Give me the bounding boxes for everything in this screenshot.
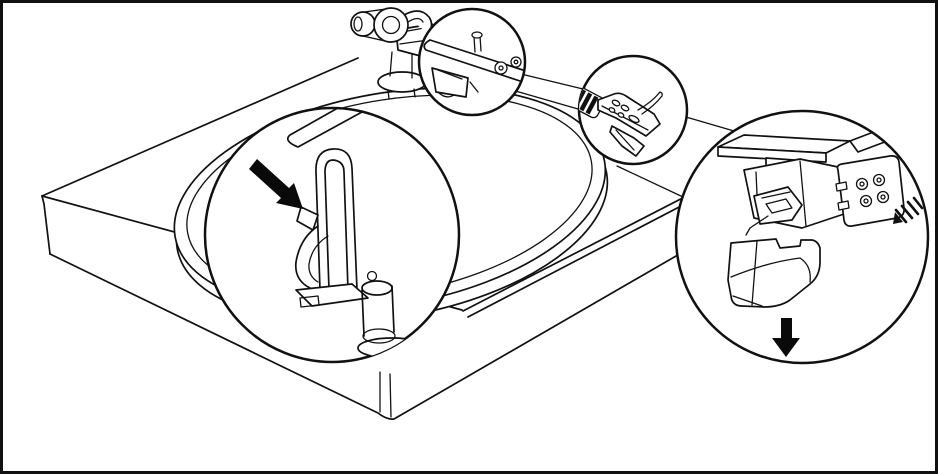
bearing-detail <box>423 31 525 98</box>
plinth-left-corner-edge <box>41 195 51 255</box>
contact-pin <box>855 177 869 191</box>
pivot-base-feet <box>387 88 416 100</box>
collar-stripe <box>579 92 593 112</box>
stylus-guard-facets <box>730 240 811 307</box>
counterweight-ring <box>373 7 409 43</box>
shading-wedge <box>893 212 903 224</box>
plinth-right-top-edge <box>462 186 707 318</box>
arm-clamp-lever-outer <box>294 225 319 289</box>
arm-clamp-lever-inner <box>308 235 329 283</box>
bearing-screw <box>494 61 508 75</box>
arm-rest-platform <box>295 283 369 307</box>
pivot-pillar <box>389 51 413 79</box>
contact-pin-core <box>863 198 869 204</box>
headshell-plate-front <box>717 146 827 163</box>
arrow-shaft <box>781 318 792 339</box>
contact-pin <box>876 190 890 204</box>
tonearm-tube-magnified <box>423 39 525 83</box>
counterweight-ring-inner <box>381 15 401 35</box>
magnifier-circle <box>417 7 527 117</box>
arrow-head <box>772 338 800 357</box>
stylus-assembly <box>753 186 803 225</box>
stylus-guard-body <box>727 238 821 308</box>
anti-skate-pin-cap <box>471 31 483 39</box>
stylus-assembly-lines <box>761 191 793 214</box>
arm-rest-platform-tab <box>299 295 320 308</box>
contact-pin-core <box>859 181 865 187</box>
pivot-base <box>377 71 427 93</box>
contact-panel <box>836 155 905 227</box>
stylus-cantilever-and-needle <box>745 215 769 236</box>
headshell-holes <box>608 99 640 124</box>
headshell-hole <box>611 99 621 107</box>
tonearm-tube-magnified <box>286 108 363 148</box>
contact-pin <box>859 194 873 208</box>
contact-pin <box>872 173 886 187</box>
contact-pin-core <box>880 194 886 200</box>
stylus-guard-small-line <box>615 129 635 151</box>
connector-headshell-to-cartridge <box>616 116 735 198</box>
connector-lines <box>511 73 735 198</box>
contact-panel-tabs <box>835 181 850 211</box>
headshell-hole <box>608 107 616 113</box>
arm-rest-post-top <box>361 280 393 296</box>
shading-hatch <box>894 196 924 224</box>
collar-stripe <box>585 95 599 115</box>
contact-pin-core <box>876 177 882 183</box>
pull-down-arrow-icon <box>772 318 800 357</box>
bearing-screw <box>510 56 522 68</box>
arm-rest-post-bottom <box>362 328 396 344</box>
callout-arm-clamp <box>203 106 461 364</box>
arm-rest-post <box>361 285 395 337</box>
bearing-housing <box>431 67 469 98</box>
bearing-screw-slot <box>498 65 504 71</box>
plinth-bottom-edge <box>49 240 703 420</box>
arm-rest-screw-hole <box>366 270 378 282</box>
headshell-slot <box>628 114 640 124</box>
bearing-housing-lines <box>437 69 479 98</box>
bearing-screw-slot <box>513 59 519 65</box>
callout-bearing <box>417 7 527 117</box>
stylus-guard <box>727 238 821 308</box>
finger-lift <box>637 91 663 115</box>
arm-clamp-release-tab <box>296 206 319 231</box>
headshell-hole <box>620 104 630 112</box>
clamp-direction-arrow-icon <box>249 159 303 209</box>
plinth-corner-foot <box>379 371 392 418</box>
callout-cartridge <box>674 109 930 365</box>
anti-skate-pin <box>473 35 482 53</box>
counterweight <box>350 7 409 43</box>
counterweight-knob-face <box>353 16 363 32</box>
plinth-back-edge <box>41 57 359 197</box>
arm-lift-lever-inner <box>407 17 424 23</box>
contact-pins <box>855 173 890 208</box>
connector-bearing-to-headshell <box>511 73 584 110</box>
headshell-hole <box>617 112 625 118</box>
magnifier-circle <box>203 106 461 364</box>
